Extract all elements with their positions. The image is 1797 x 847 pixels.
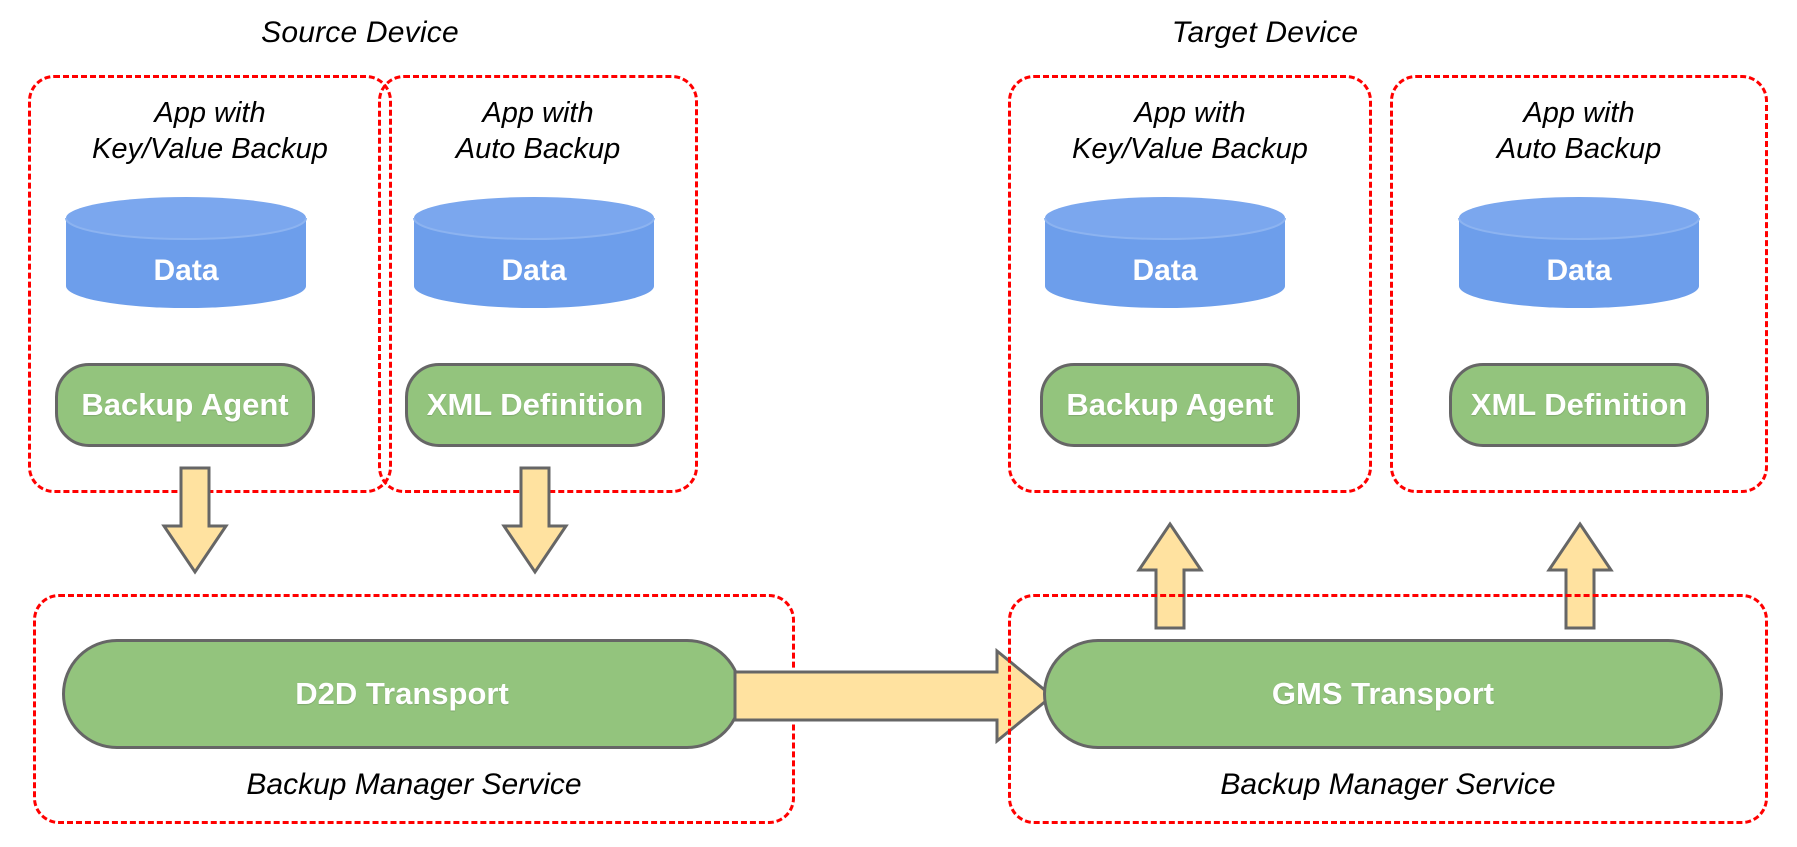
- gms-transport-box[interactable]: GMS Transport: [1043, 639, 1723, 749]
- target-app-auto-data-cylinder: Data: [1457, 196, 1701, 308]
- target-device-title: Target Device: [1171, 16, 1359, 49]
- target-app-auto-label: App with Auto Backup: [1496, 97, 1662, 165]
- d2d-transport-box[interactable]: D2D Transport: [62, 639, 742, 749]
- cylinder-shape: [65, 197, 307, 308]
- arrow-gms-to-target-auto-icon: [1546, 521, 1614, 630]
- arrow-source-auto-to-d2d-icon: [501, 466, 569, 575]
- gms-transport-label: GMS Transport: [1271, 676, 1495, 711]
- arrow-d2d-to-gms-icon: [733, 647, 1055, 745]
- source-device-title: Source Device: [261, 16, 459, 49]
- source-app-auto-data-cylinder: Data: [412, 196, 656, 308]
- target-app-kv-container: [1008, 75, 1372, 493]
- target-app-auto-xml-definition[interactable]: XML Definition: [1449, 363, 1709, 447]
- source-app-kv-backup-agent[interactable]: Backup Agent: [55, 363, 315, 447]
- cylinder-shape: [413, 197, 655, 308]
- target-app-kv-backup-agent-label: Backup Agent: [1066, 387, 1274, 422]
- d2d-transport-label: D2D Transport: [295, 676, 509, 711]
- target-app-kv-data-cylinder: Data: [1043, 196, 1287, 308]
- source-app-kv-backup-agent-label: Backup Agent: [81, 387, 289, 422]
- arrow-source-kv-to-d2d-icon: [161, 466, 229, 575]
- source-app-auto-label: App with Auto Backup: [455, 97, 621, 165]
- target-backup-manager-service-container: [1008, 594, 1768, 824]
- target-app-kv-label: App with Key/Value Backup: [1072, 97, 1308, 165]
- source-app-kv-label: App with Key/Value Backup: [92, 97, 328, 165]
- target-backup-manager-service-label: Backup Manager Service: [1220, 768, 1556, 801]
- target-app-kv-backup-agent[interactable]: Backup Agent: [1040, 363, 1300, 447]
- source-app-auto-xml-definition[interactable]: XML Definition: [405, 363, 665, 447]
- source-backup-manager-service-label: Backup Manager Service: [246, 768, 582, 801]
- target-app-auto-container: [1390, 75, 1768, 493]
- cylinder-shape: [1458, 197, 1700, 308]
- arrow-gms-to-target-kv-icon: [1136, 521, 1204, 630]
- source-app-auto-xml-definition-label: XML Definition: [426, 387, 644, 422]
- source-app-kv-data-cylinder: Data: [64, 196, 308, 308]
- cylinder-shape: [1044, 197, 1286, 308]
- target-app-auto-xml-definition-label: XML Definition: [1470, 387, 1688, 422]
